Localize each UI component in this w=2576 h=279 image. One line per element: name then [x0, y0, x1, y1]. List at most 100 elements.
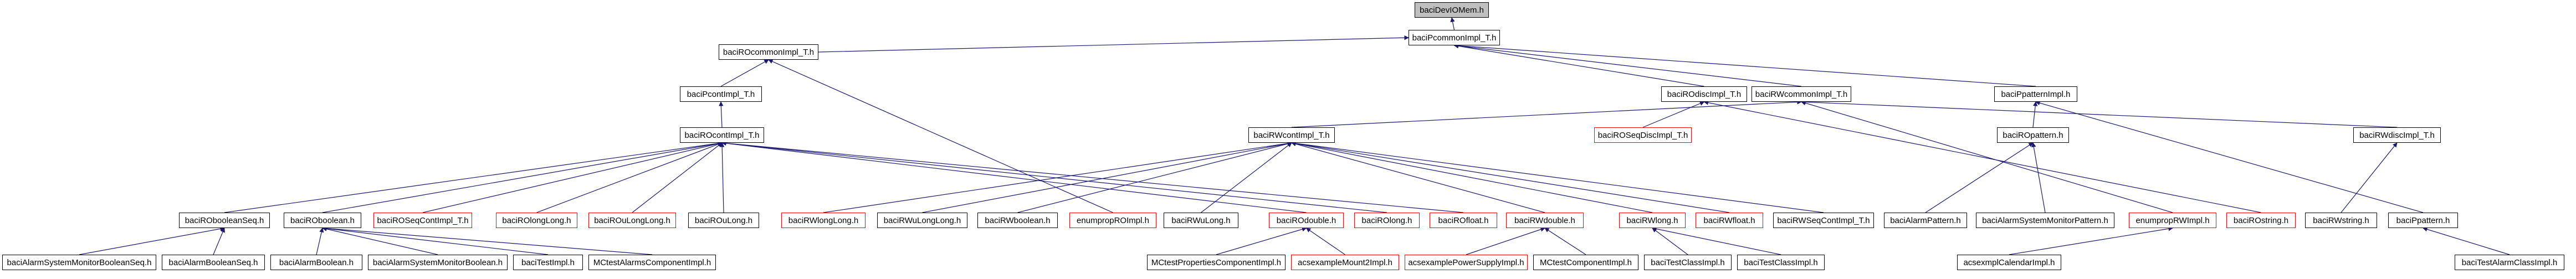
graph-node[interactable]: baciROdiscImpl_T.h [1661, 86, 1747, 102]
graph-edge [2009, 226, 2173, 255]
graph-node[interactable]: baciROlong.h [1354, 213, 1420, 228]
graph-node[interactable]: baciRWfloat.h [1696, 213, 1763, 228]
graph-node-label: enumpropRWImpl.h [2135, 215, 2210, 225]
graph-node[interactable]: baciTestClassImpl.h [1737, 255, 1825, 270]
graph-edge [213, 228, 225, 255]
graph-node-label: baciAlarmBooleanSeq.h [168, 257, 258, 267]
graph-node[interactable]: enumpropROImpl.h [1069, 213, 1156, 228]
graph-node[interactable]: baciRWstring.h [2305, 213, 2377, 228]
graph-edge [79, 226, 225, 255]
graph-node[interactable]: baciRWcontImpl_T.h [1248, 127, 1335, 143]
graph-node[interactable]: baciTestAlarmClassImpl.h [2455, 255, 2564, 270]
graph-edge [719, 142, 725, 213]
graph-edge [1544, 228, 1586, 255]
graph-node[interactable]: baciAlarmBooleanSeq.h [162, 255, 265, 270]
graph-node[interactable]: baciRWuLong.h [1164, 213, 1238, 228]
graph-edge [768, 59, 1113, 213]
graph-node-label: baciAlarmSystemMonitorPattern.h [1982, 215, 2108, 225]
graph-edge [632, 142, 723, 213]
graph-edge [322, 226, 438, 255]
graph-edge [1450, 17, 1455, 30]
graph-node[interactable]: baciAlarmSystemMonitorPattern.h [1976, 213, 2114, 228]
graph-node[interactable]: baciRWdiscImpl_T.h [2353, 127, 2441, 143]
graph-edge [1291, 141, 1545, 213]
graph-node[interactable]: baciAlarmPattern.h [1884, 213, 1967, 228]
graph-node[interactable]: baciROSeqDiscImpl_T.h [1594, 127, 1692, 143]
graph-node[interactable]: baciPpatternImpl.h [1994, 86, 2077, 102]
graph-node[interactable]: baciRWlong.h [1619, 213, 1686, 228]
graph-node[interactable]: baciPcontImpl_T.h [680, 86, 762, 102]
graph-edge [322, 226, 653, 255]
graph-node[interactable]: baciROdouble.h [1269, 213, 1344, 228]
graph-edge [720, 59, 769, 87]
graph-edge [316, 228, 324, 255]
graph-node-label: baciROuLong.h [694, 215, 753, 225]
graph-node-label: baciRObooleanSeq.h [185, 215, 264, 225]
graph-edge [1291, 141, 1824, 213]
graph-edge [1291, 141, 1653, 213]
graph-edge [322, 141, 723, 213]
graph-node[interactable]: baciROcommonImpl_T.h [719, 44, 818, 60]
graph-node[interactable]: baciROSeqContImpl_T.h [373, 213, 472, 228]
graph-node[interactable]: MCtestComponentImpl.h [1533, 255, 1638, 270]
graph-node-label: MCtestAlarmsComponentImpl.h [593, 257, 711, 267]
graph-node[interactable]: baciRWcommonImpl_T.h [1752, 86, 1851, 102]
graph-node-label: baciRWstring.h [2313, 215, 2369, 225]
graph-node[interactable]: baciAlarmSystemMonitorBoolean.h [368, 255, 508, 270]
graph-edge [922, 141, 1292, 213]
graph-node-label: baciROpattern.h [2003, 130, 2063, 140]
graph-node[interactable]: baciROfloat.h [1430, 213, 1497, 228]
graph-node[interactable]: enumpropRWImpl.h [2129, 213, 2216, 228]
graph-node[interactable]: baciROpattern.h [1997, 127, 2069, 143]
graph-node[interactable]: baciROuLongLong.h [588, 213, 676, 228]
graph-node[interactable]: baciRWuLongLong.h [877, 213, 967, 228]
graph-node-label: baciROstring.h [2233, 215, 2289, 225]
graph-node[interactable]: baciRObooleanSeq.h [179, 213, 270, 228]
graph-node-label: enumpropROImpl.h [1077, 215, 1149, 225]
graph-edge [322, 226, 549, 255]
graph-node[interactable]: baciAlarmBoolean.h [270, 255, 362, 270]
graph-node[interactable]: baciDevIOMem.h [1415, 2, 1489, 18]
graph-node[interactable]: baciPpattern.h [2388, 213, 2458, 228]
graph-node[interactable]: baciROboolean.h [284, 213, 361, 228]
graph-edge [1703, 100, 2261, 213]
graph-node[interactable]: baciTestClassImpl.h [1644, 255, 1732, 270]
graph-edge [2341, 142, 2398, 213]
graph-node-label: acsexampleMount2Impl.h [1298, 257, 1392, 267]
graph-node-label: baciROdouble.h [1276, 215, 1336, 225]
graph-node-label: baciRWcontImpl_T.h [1253, 130, 1330, 140]
graph-node-label: baciDevIOMem.h [1420, 5, 1484, 15]
graph-node[interactable]: baciROuLong.h [688, 213, 759, 228]
graph-node[interactable]: acsexampleMount2Impl.h [1291, 255, 1399, 270]
graph-node[interactable]: acsexmplCalendarImpl.h [1957, 255, 2061, 270]
graph-node[interactable]: baciROlongLong.h [496, 213, 577, 228]
graph-node-label: MCtestPropertiesComponentImpl.h [1151, 257, 1282, 267]
graph-node-label: baciROfloat.h [1438, 215, 1489, 225]
graph-node-label: baciROdiscImpl_T.h [1667, 89, 1742, 99]
graph-node[interactable]: baciROcontImpl_T.h [680, 127, 764, 143]
graph-node[interactable]: baciRWdouble.h [1506, 213, 1584, 228]
graph-node-label: baciRWcommonImpl_T.h [1755, 89, 1848, 99]
graph-node-label: baciRWuLong.h [1171, 215, 1231, 225]
graph-edge [2423, 227, 2510, 255]
graph-node[interactable]: MCtestAlarmsComponentImpl.h [588, 255, 716, 270]
graph-node[interactable]: baciAlarmSystemMonitorBooleanSeq.h [2, 255, 156, 270]
graph-node-label: baciPpattern.h [2396, 215, 2450, 225]
graph-edge [422, 141, 723, 213]
graph-node[interactable]: baciRWlongLong.h [781, 213, 866, 228]
graph-node[interactable]: baciPcommonImpl_T.h [1409, 30, 1500, 45]
graph-node[interactable]: baciROstring.h [2226, 213, 2296, 228]
graph-node[interactable]: acsexamplePowerSupplyImpl.h [1405, 255, 1528, 270]
graph-node-label: MCtestComponentImpl.h [1540, 257, 1632, 267]
graph-node[interactable]: baciRWboolean.h [977, 213, 1058, 228]
graph-node-label: baciRWboolean.h [985, 215, 1051, 225]
graph-edge [721, 141, 1464, 213]
graph-edge [1216, 227, 1307, 255]
graph-node[interactable]: baciRWSeqContImpl_T.h [1773, 213, 1874, 228]
graph-node[interactable]: baciTestImpl.h [513, 255, 583, 270]
graph-node-label: baciROboolean.h [290, 215, 355, 225]
graph-edge [721, 141, 1387, 213]
graph-node-label: baciPpatternImpl.h [2001, 89, 2071, 99]
graph-node[interactable]: MCtestPropertiesComponentImpl.h [1147, 255, 1286, 270]
